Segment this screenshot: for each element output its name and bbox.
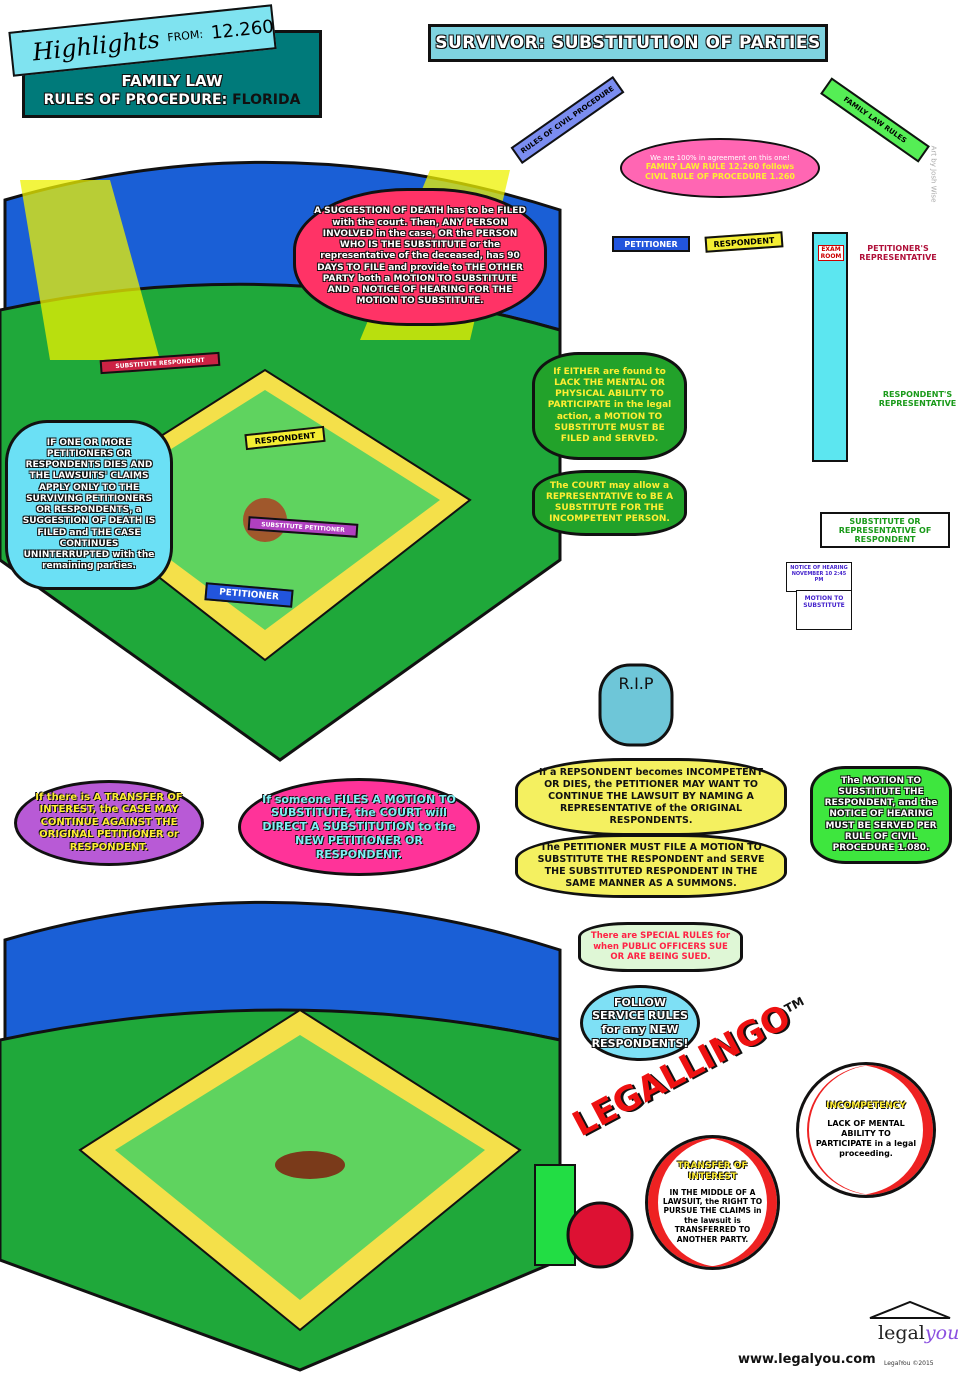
court-may-allow-bubble: The COURT may allow a REPRESENTATIVE to … [532,470,687,536]
transfer-text: If there is A TRANSFER OF INTEREST, the … [35,791,183,853]
incompetency-title: INCOMPETENCY [826,1101,906,1112]
logo-roof-icon [869,1300,951,1319]
respondent-incompetent-bubble: If a REPSONDENT becomes INCOMPETENT OR D… [515,758,787,836]
highlights-script: Highlights [31,24,161,66]
public-officers-text: There are SPECIAL RULES for when PUBLIC … [590,931,731,963]
substitute-respondent-label: SUBSTITUTE RESPONDENT [115,356,205,370]
notice-text: NOTICE OF HEARING NOVEMBER 10 2:45 PM [790,565,848,583]
exam-room-door [812,232,848,462]
public-officers-bubble: There are SPECIAL RULES for when PUBLIC … [578,922,743,972]
petitioner-ribbon-label: PETITIONER [624,239,678,249]
petitioner-label: PETITIONER [218,587,280,603]
transfer-title: TRANSFER OF INTEREST [677,1161,748,1183]
motion-served-bubble: The MOTION TO SUBSTITUTE THE RESPONDENT,… [810,766,952,864]
incompetency-definition: INCOMPETENCY LACK OF MENTAL ABILITY TO P… [796,1062,936,1198]
petitioner-ribbon: PETITIONER [612,236,690,252]
files-motion-text: If someone FILES A MOTION TO SUBSTITUTE,… [262,792,456,861]
motion-text: MOTION TO SUBSTITUTE [803,595,845,609]
transfer-definition-text: IN THE MIDDLE OF A LAWSUIT, the RIGHT TO… [662,1187,763,1244]
substitute-petitioner-label: SUBSTITUTE PETITIONER [261,520,345,534]
petitioners-representative-label: PETITIONER'S REPRESENTATIVE [859,244,937,262]
header-line1: FAMILY LAW [121,72,223,90]
lack-ability-text: If EITHER are found to LACK THE MENTAL O… [547,366,672,445]
substitute-representative-label: SUBSTITUTE OR REPRESENTATIVE OF RESPONDE… [838,516,932,544]
must-file-text: The PETITIONER MUST FILE A MOTION TO SUB… [537,842,765,889]
respondents-representative-label: RESPONDENT'S REPRESENTATIVE [878,390,957,408]
substitute-representative-ribbon: SUBSTITUTE OR REPRESENTATIVE OF RESPONDE… [820,512,950,548]
from-label: FROM: [166,27,204,45]
one-or-more-text: IF ONE OR MORE PETITIONERS OR RESPONDENT… [22,437,156,572]
suggestion-of-death-text: A SUGGESTION OF DEATH has to be FILED wi… [314,206,526,307]
court-may-allow-text: The COURT may allow a REPRESENTATIVE to … [545,480,674,525]
website-link[interactable]: www.legalyou.com [738,1352,876,1367]
baseball-pitching-machine [534,1164,634,1269]
agreement-line3: CIVIL RULE OF PROCEDURE 1.260 [645,172,795,182]
copyright: LegalYou ©2015 [884,1360,934,1367]
header-line2: RULES OF PROCEDURE: FLORIDA [22,92,322,108]
header-rules-label: RULES OF PROCEDURE: [43,92,228,108]
tombstone [598,663,674,747]
agreement-line1: We are 100% in agreement on this one! [650,153,790,162]
respondent-incompetent-text: If a REPSONDENT becomes INCOMPETENT OR D… [539,767,763,826]
legalyou-logo: legalyou [878,1322,959,1344]
agreement-line2: FAMILY LAW RULE 12.260 follows [645,162,795,172]
respondent-ribbon-label: RESPONDENT [713,235,775,249]
must-file-bubble: The PETITIONER MUST FILE A MOTION TO SUB… [515,834,787,898]
title-ribbon: SURVIVOR: SUBSTITUTION OF PARTIES [428,24,828,62]
lack-ability-bubble: If EITHER are found to LACK THE MENTAL O… [532,352,687,460]
header-state: FLORIDA [232,92,301,108]
files-motion-bubble: If someone FILES A MOTION TO SUBSTITUTE,… [238,778,480,876]
art-credit: Art by Josh Wise [929,145,938,203]
incompetency-text: LACK OF MENTAL ABILITY TO PARTICIPATE in… [815,1118,917,1158]
bottom-stadium [0,900,562,1372]
motion-served-text: The MOTION TO SUBSTITUTE THE RESPONDENT,… [824,775,938,854]
rule-number: 12.260 [209,16,275,44]
motion-to-substitute-paper: MOTION TO SUBSTITUTE [796,590,852,630]
agreement-bubble: We are 100% in agreement on this one! FA… [620,138,820,198]
notice-of-hearing-paper: NOTICE OF HEARING NOVEMBER 10 2:45 PM [786,562,852,592]
exam-room-sign: EXAM ROOM [818,245,844,261]
logo-you: you [924,1322,960,1344]
respondent-label: RESPONDENT [254,430,316,446]
logo-legal: legal [878,1322,925,1344]
follow-service-bubble: FOLLOW SERVICE RULES for any NEW RESPOND… [580,985,700,1061]
transfer-bubble: If there is A TRANSFER OF INTEREST, the … [14,780,204,866]
transfer-of-interest-definition: TRANSFER OF INTEREST IN THE MIDDLE OF A … [645,1135,780,1270]
suggestion-of-death-bubble: A SUGGESTION OF DEATH has to be FILED wi… [293,188,547,326]
page-title: SURVIVOR: SUBSTITUTION OF PARTIES [435,33,821,53]
tombstone-text: R.I.P [618,674,654,693]
follow-service-text: FOLLOW SERVICE RULES for any NEW RESPOND… [591,995,689,1050]
one-or-more-bubble: IF ONE OR MORE PETITIONERS OR RESPONDENT… [5,420,173,590]
